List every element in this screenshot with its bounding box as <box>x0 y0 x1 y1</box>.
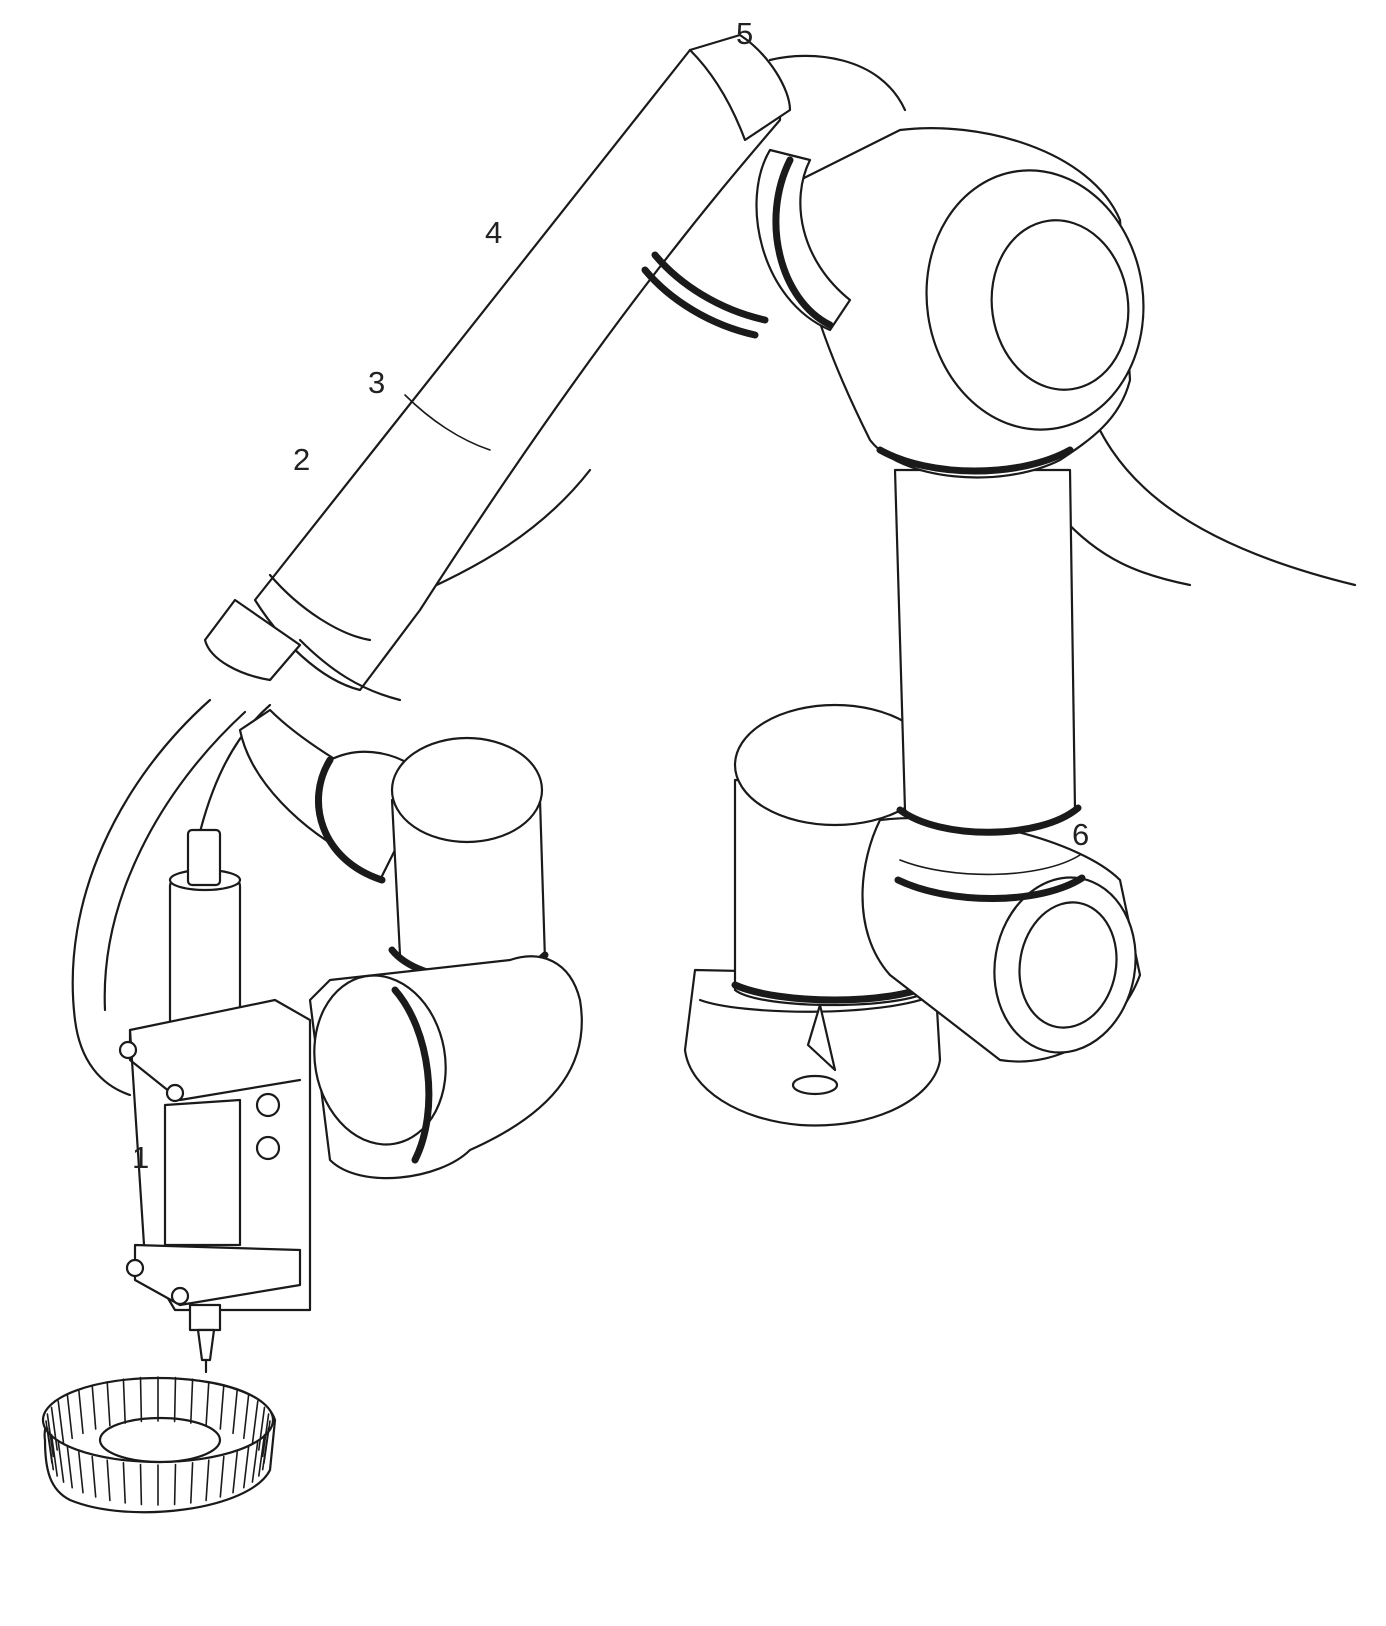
label-6: 6 <box>1072 817 1089 852</box>
gear-tooth <box>261 1413 270 1458</box>
gear-tooth <box>45 1420 53 1464</box>
gear-tooth <box>257 1433 266 1477</box>
gear-tooth <box>232 1451 238 1494</box>
gear-tooth <box>50 1406 59 1451</box>
gear-tooth <box>91 1455 97 1498</box>
dispenser-tool <box>118 828 312 1374</box>
gear-tooth <box>257 1406 266 1451</box>
gear-tooth <box>243 1446 250 1489</box>
gear-tooth <box>46 1413 55 1458</box>
gear-tooth <box>173 1463 177 1506</box>
label-1: 1 <box>132 1140 149 1175</box>
gear-tooth <box>243 1394 250 1440</box>
wrist-joint <box>238 708 583 1180</box>
gear-tooth <box>139 1463 143 1506</box>
gear-tooth <box>139 1376 143 1423</box>
gear-tooth <box>190 1378 194 1424</box>
gear-workpiece <box>41 1376 277 1514</box>
gear-tooth <box>251 1440 259 1483</box>
label-4: 4 <box>485 215 502 250</box>
gear-tooth <box>106 1459 111 1502</box>
upper-arm <box>893 468 1086 902</box>
callout-labels: 1 2 3 4 5 6 <box>132 16 1089 1175</box>
gear-tooth <box>205 1381 210 1427</box>
elbow-joint <box>755 127 1145 479</box>
gear-tooth <box>57 1400 65 1445</box>
cable-bundle <box>71 54 1357 1097</box>
label-5: 5 <box>736 16 753 51</box>
gear-tooth <box>251 1400 259 1445</box>
gear-tooth <box>91 1384 97 1430</box>
gear-tooth <box>205 1459 210 1502</box>
gear-tooth <box>50 1433 59 1477</box>
gear-tooth <box>219 1455 225 1498</box>
gear-tooth <box>57 1440 65 1483</box>
gear-tooth <box>261 1427 270 1471</box>
gear-tooth <box>78 1389 84 1435</box>
gear-tooth <box>232 1389 238 1435</box>
label-2: 2 <box>293 442 310 477</box>
gear-tooth <box>122 1462 126 1504</box>
gear-tooth <box>190 1462 194 1504</box>
gear-tooth <box>122 1378 126 1424</box>
gear-tooth <box>173 1376 177 1423</box>
gear-tooth <box>66 1446 73 1489</box>
gear-tooth <box>106 1381 111 1427</box>
gear-tooth <box>219 1384 225 1430</box>
gear-tooth <box>78 1451 84 1494</box>
label-3: 3 <box>368 365 385 400</box>
gear-tooth <box>66 1394 73 1440</box>
forearm <box>203 33 792 702</box>
